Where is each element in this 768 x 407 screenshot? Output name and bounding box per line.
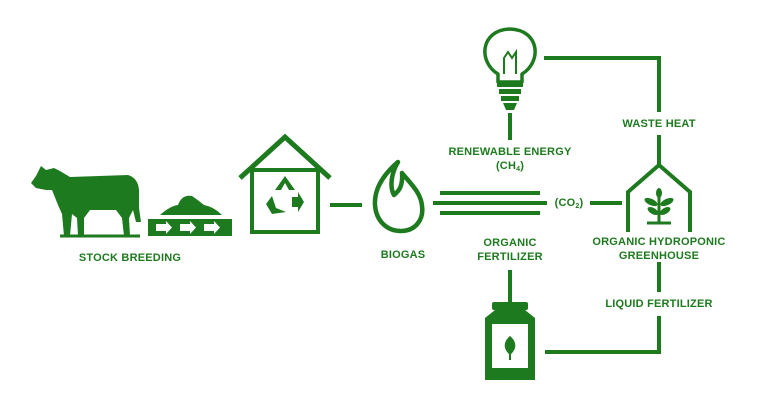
organic-fertilizer-label: ORGANIC FERTILIZER [450,236,570,264]
co2-subscript: 2 [575,203,580,210]
recycle-house-icon [238,133,332,234]
renewable-energy-label: RENEWABLE ENERGY (CH4) [430,145,590,173]
organic-fertilizer-line2: FERTILIZER [477,251,543,263]
greenhouse-line2: GREENHOUSE [618,250,700,262]
light-bulb-icon [483,27,537,110]
greenhouse-label: ORGANIC HYDROPONIC GREENHOUSE [574,235,744,263]
co2-open: (CO [554,197,576,209]
fertilizer-tank-icon [485,302,535,380]
stock-breeding-label: STOCK BREEDING [78,252,182,264]
waste-heat-label: WASTE HEAT [622,118,696,130]
co2-label: (CO2) [548,196,590,210]
biogas-label: BIOGAS [380,249,426,261]
ch4-open: (CH [495,160,517,172]
renewable-energy-title: RENEWABLE ENERGY [448,146,572,158]
flame-icon [372,159,425,234]
cow-icon [31,166,141,236]
connector-bulb-to-waste-heat [544,56,661,112]
ch4-subscript: 4 [516,166,521,173]
greenhouse-line1: ORGANIC HYDROPONIC [592,236,726,248]
connector-liquid-to-tank [545,316,661,354]
connector-lines [330,56,661,354]
greenhouse-plant-icon [626,162,692,232]
organic-fertilizer-line1: ORGANIC [483,237,537,249]
ch4-close: ) [520,160,525,172]
liquid-fertilizer-label: LIQUID FERTILIZER [605,298,713,310]
manure-conveyor-icon [148,195,232,236]
ch4-formula: (CH4) [430,159,590,173]
co2-close: ) [579,197,584,209]
recycle-arrows-icon [266,176,304,214]
